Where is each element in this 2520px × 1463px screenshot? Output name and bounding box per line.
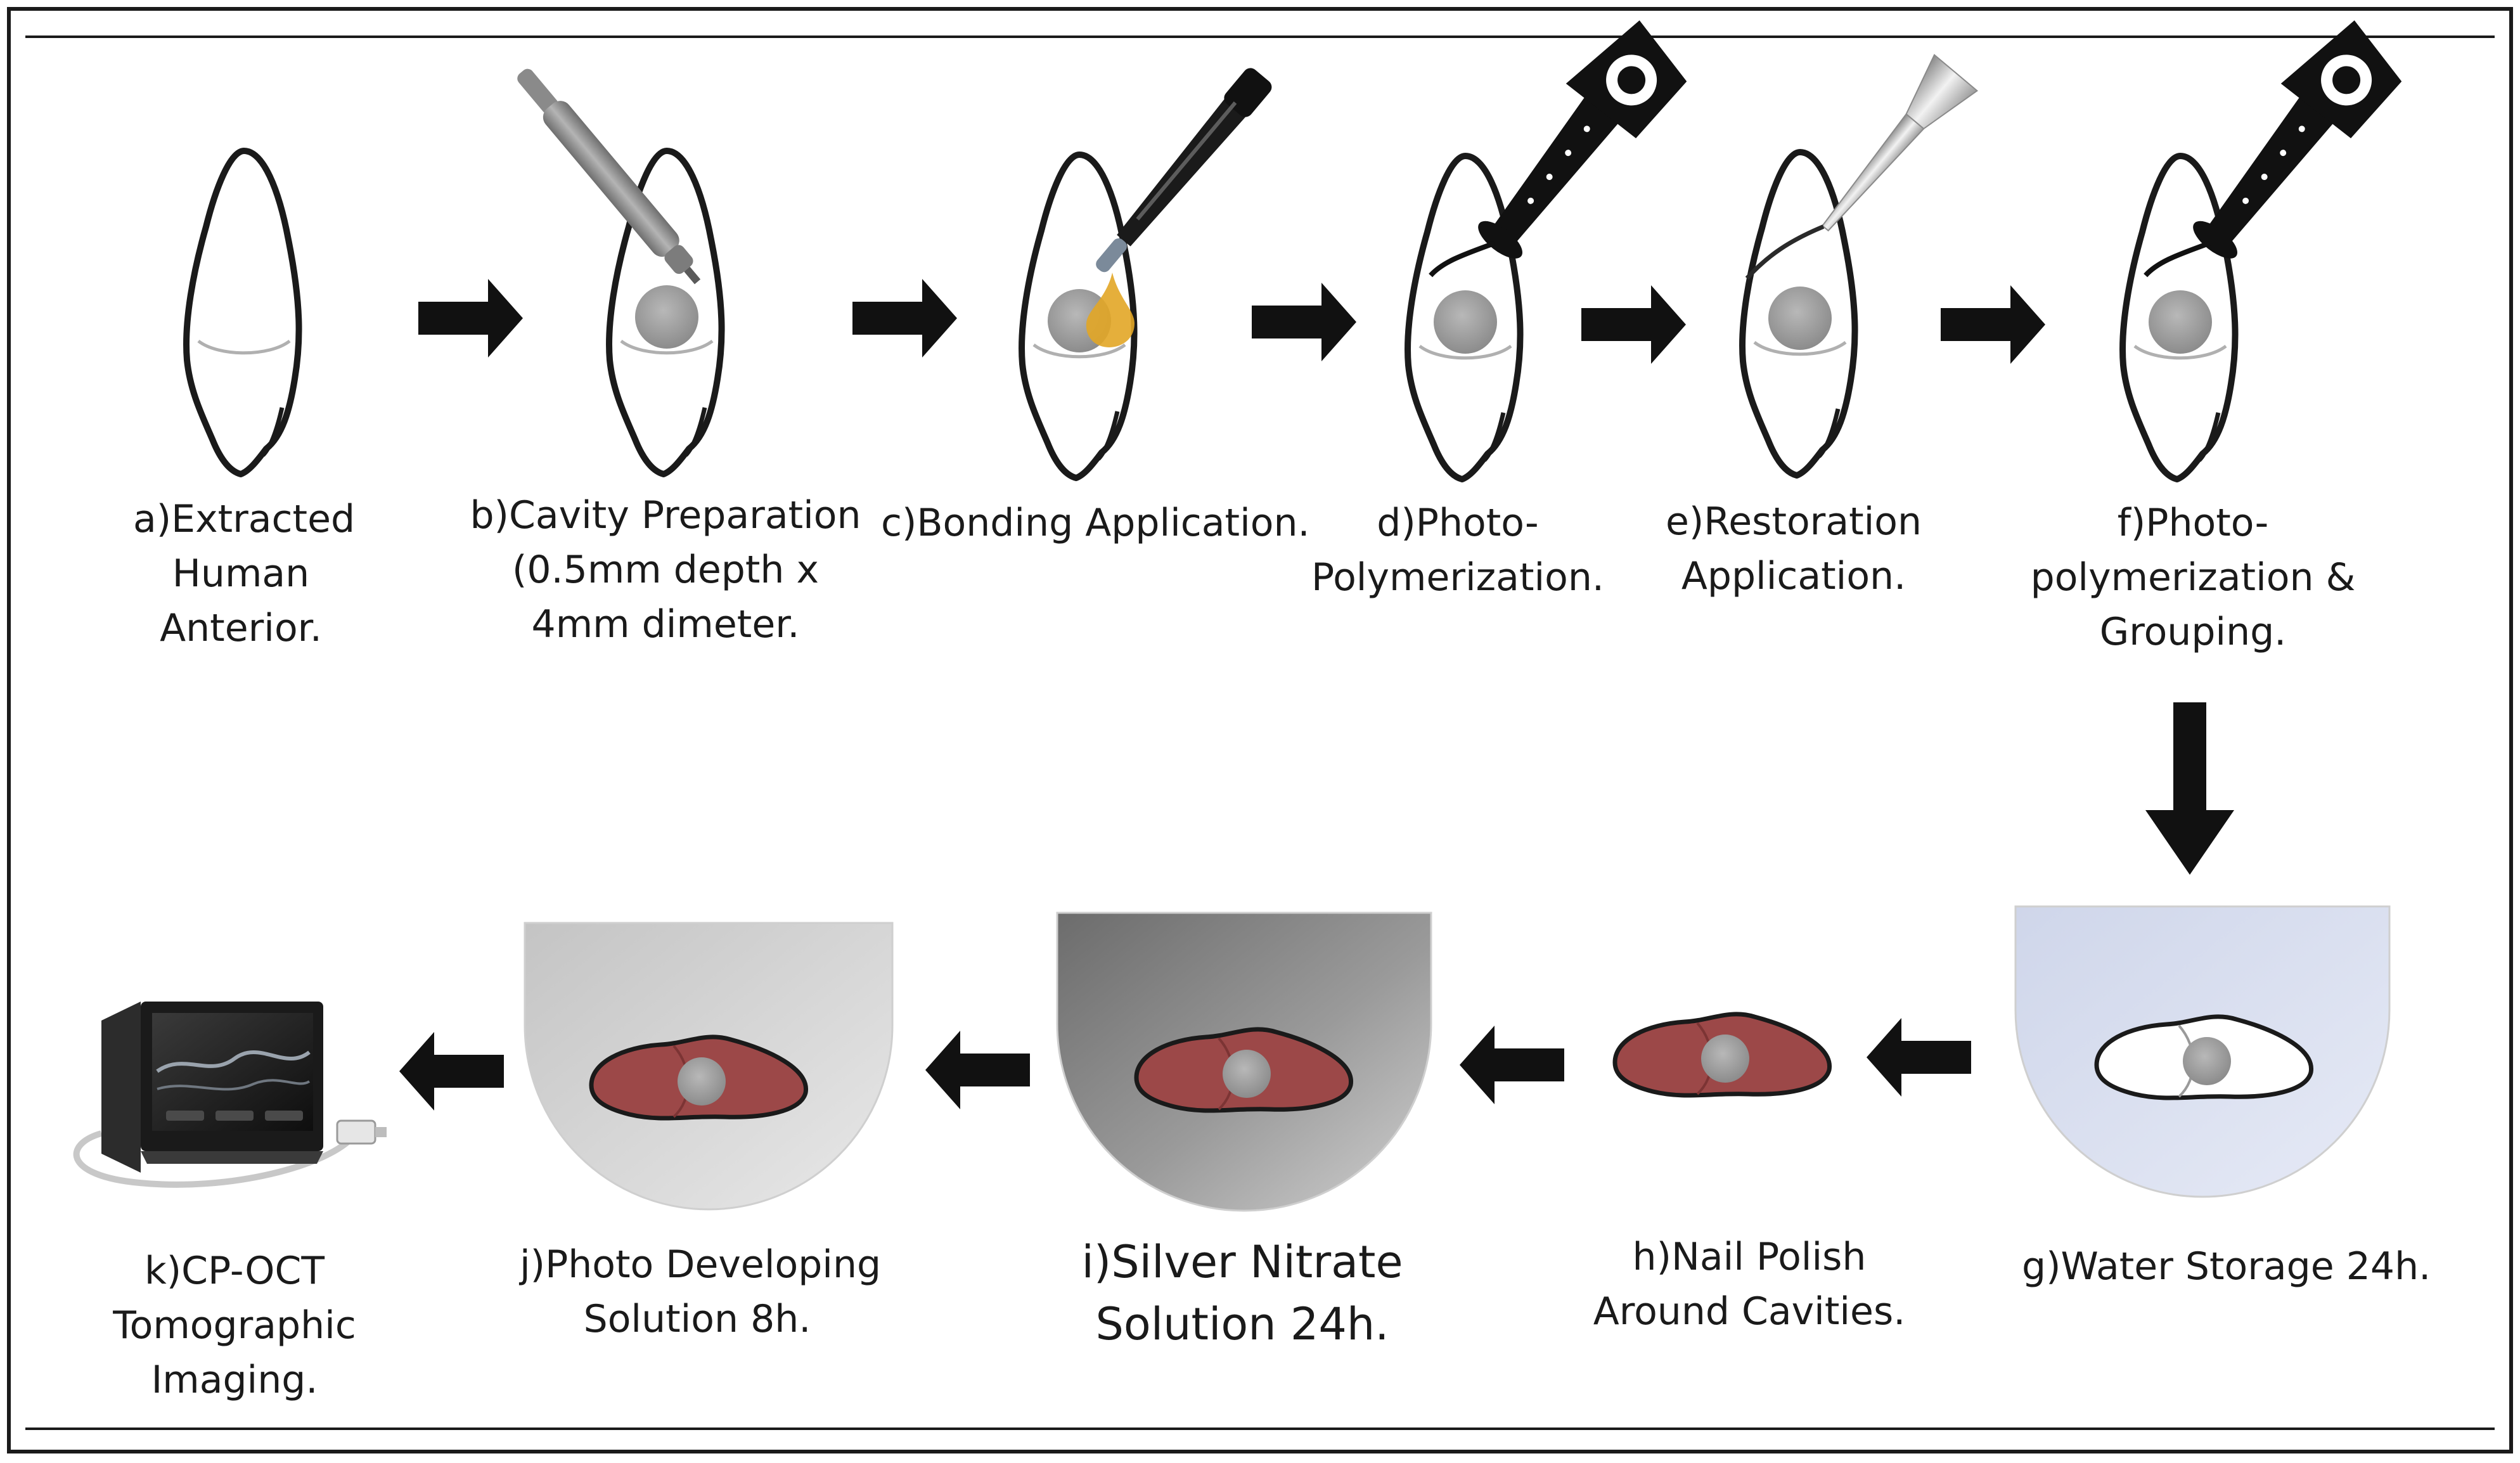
tooth-a-extracted <box>183 148 302 477</box>
curing-wand <box>2207 93 2337 245</box>
label-c-bonding-application: c)Bonding Application. <box>881 501 1310 545</box>
tooth-c-bonding <box>1019 151 1138 481</box>
applicator-grip <box>1224 68 1272 117</box>
curing-collar <box>1478 221 1522 259</box>
root-line <box>261 407 285 457</box>
slab-restoration <box>1701 1034 1749 1083</box>
cavity <box>1768 287 1832 350</box>
slab-restoration <box>2183 1037 2231 1085</box>
cavity <box>2149 290 2212 354</box>
oct-probe <box>336 1119 376 1145</box>
root-line <box>2197 412 2221 462</box>
arrow-d-to-e <box>1581 285 1686 364</box>
curing-light-icon <box>1429 20 1687 278</box>
curing-collar <box>2193 221 2237 259</box>
bonding-applicator-icon <box>1096 68 1272 273</box>
tooth-slab-i <box>1134 1027 1353 1113</box>
label-g-water-storage: g)Water Storage 24h. <box>2022 1244 2431 1289</box>
curing-dot <box>2242 197 2249 204</box>
curing-dot <box>1565 150 1572 157</box>
cavity <box>635 285 698 349</box>
cej-line <box>1032 343 1126 359</box>
oct-base <box>141 1151 323 1164</box>
curing-dot <box>2280 150 2287 157</box>
tooth-f-photopolymerization <box>2119 153 2239 482</box>
cej-line <box>1753 340 1847 356</box>
applicator-tip <box>1096 238 1127 273</box>
curing-lens-core <box>2332 66 2361 94</box>
dental-handpiece-icon <box>517 68 701 285</box>
oct-monitor-side <box>101 1002 141 1173</box>
arrow-f-to-g <box>2145 702 2234 875</box>
root-line <box>1482 412 1506 462</box>
tooth-e-restoration <box>1739 149 1858 479</box>
arrow-e-to-f <box>1941 285 2045 364</box>
arrow-h-to-i <box>1460 1026 1564 1104</box>
root-line <box>1096 411 1120 461</box>
label-d-photo-polymerization: d)Photo-Polymerization. <box>1311 501 1604 600</box>
bonding-drop <box>1086 273 1135 347</box>
arrow-g-to-h <box>1867 1018 1971 1097</box>
slab-restoration <box>1223 1050 1271 1098</box>
cej-line <box>1418 344 1512 360</box>
curing-dot <box>1546 174 1553 181</box>
arrow-a-to-b <box>418 279 523 358</box>
curing-tip <box>2144 240 2211 278</box>
cej-line <box>2133 344 2227 360</box>
curing-light-icon <box>2144 20 2402 278</box>
root-line <box>1817 408 1841 458</box>
oct-probe-tip <box>375 1127 387 1137</box>
syringe-needle <box>1745 224 1825 280</box>
oct-scan-trace <box>156 1050 311 1073</box>
arrow-j-to-k <box>399 1032 504 1111</box>
curing-lens-core <box>1617 66 1646 94</box>
tooth-d-photopolymerization <box>1405 153 1524 482</box>
oct-scanner-icon <box>73 1002 387 1188</box>
applicator-highlight <box>1136 101 1237 221</box>
tooth-outline <box>183 148 302 477</box>
label-f-photo-polymerization-grouping: f)Photo-polymerization &Grouping. <box>2030 501 2356 654</box>
syringe-barrel <box>1822 113 1925 232</box>
oct-screen-button <box>166 1111 204 1121</box>
curing-dot <box>2261 174 2268 181</box>
cej-line <box>197 339 291 355</box>
arrow-i-to-j <box>925 1031 1030 1109</box>
oct-screen-button <box>265 1111 303 1121</box>
bur-point <box>684 266 701 285</box>
oct-scan-trace-2 <box>157 1079 311 1091</box>
arrow-c-to-d <box>1252 283 1356 361</box>
curing-wand <box>1492 93 1622 245</box>
handpiece-tip <box>517 68 558 114</box>
outer-frame <box>7 7 2513 1453</box>
curing-dot <box>1583 126 1590 132</box>
slab-restoration <box>678 1057 726 1105</box>
syringe-cap <box>1905 53 1979 130</box>
cej-line <box>620 339 714 355</box>
arrow-b-to-c <box>852 279 957 358</box>
curing-dot <box>1527 197 1534 204</box>
root-line <box>684 407 707 457</box>
applicator-shaft <box>1117 96 1249 247</box>
composite-syringe-icon <box>1745 53 1979 280</box>
tooth-slab-j <box>589 1034 808 1121</box>
tooth-slab-h <box>1612 1012 1832 1098</box>
handpiece-body <box>543 101 679 257</box>
cavity <box>1434 290 1497 354</box>
curing-dot <box>2298 126 2305 132</box>
curing-tip <box>1429 240 1496 278</box>
tooth-slab-g <box>2094 1014 2313 1100</box>
handpiece-head <box>664 245 693 274</box>
oct-screen-button <box>215 1111 254 1121</box>
